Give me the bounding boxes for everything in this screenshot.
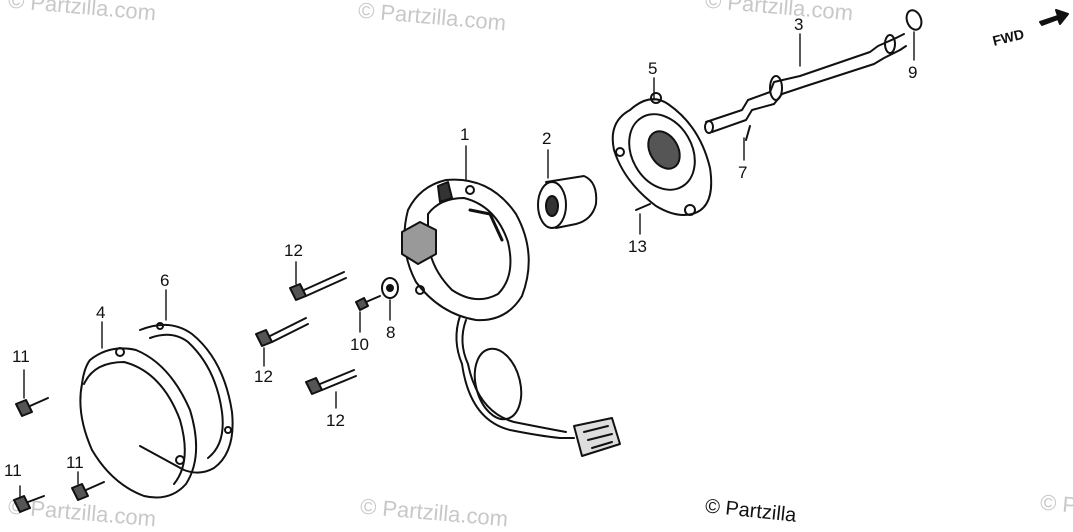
callout-10: 10 xyxy=(350,335,369,354)
callout-4: 4 xyxy=(96,303,105,322)
o-ring xyxy=(905,9,923,31)
dowel-pin xyxy=(635,203,651,211)
callout-12: 12 xyxy=(284,241,303,260)
callout-2: 2 xyxy=(542,129,551,148)
cover-bolt xyxy=(13,495,45,513)
callout-9: 9 xyxy=(908,63,917,82)
washer xyxy=(381,277,399,299)
cover-bolt xyxy=(15,397,49,417)
wire-harness xyxy=(461,347,621,457)
callout-12: 12 xyxy=(326,411,345,430)
stator-bolt xyxy=(255,317,309,347)
callout-8: 8 xyxy=(386,323,395,342)
rear-cover xyxy=(79,347,198,499)
callout-13: 13 xyxy=(628,237,647,256)
callout-6: 6 xyxy=(160,271,169,290)
stator-assembly xyxy=(401,178,530,365)
stator-bolt xyxy=(289,271,347,301)
callout-11: 11 xyxy=(66,453,84,472)
callout-7: 7 xyxy=(738,163,747,182)
callout-11: 11 xyxy=(12,347,30,366)
cover-bolt xyxy=(71,481,105,501)
direction-label: FWD xyxy=(991,26,1026,49)
bearing-holder xyxy=(611,92,713,216)
pin xyxy=(745,125,751,141)
callout-11: 11 xyxy=(4,461,22,480)
screw xyxy=(355,295,381,311)
fwd-arrow-icon xyxy=(1039,9,1069,26)
callout-3: 3 xyxy=(794,15,803,34)
drive-shaft xyxy=(704,33,907,134)
callout-5: 5 xyxy=(648,59,657,78)
bushing xyxy=(537,175,598,229)
stator-bolt xyxy=(305,369,357,395)
callout-1: 1 xyxy=(460,125,469,144)
cover-gasket xyxy=(139,322,234,474)
leader-lines xyxy=(19,31,915,499)
callout-12: 12 xyxy=(254,367,273,386)
